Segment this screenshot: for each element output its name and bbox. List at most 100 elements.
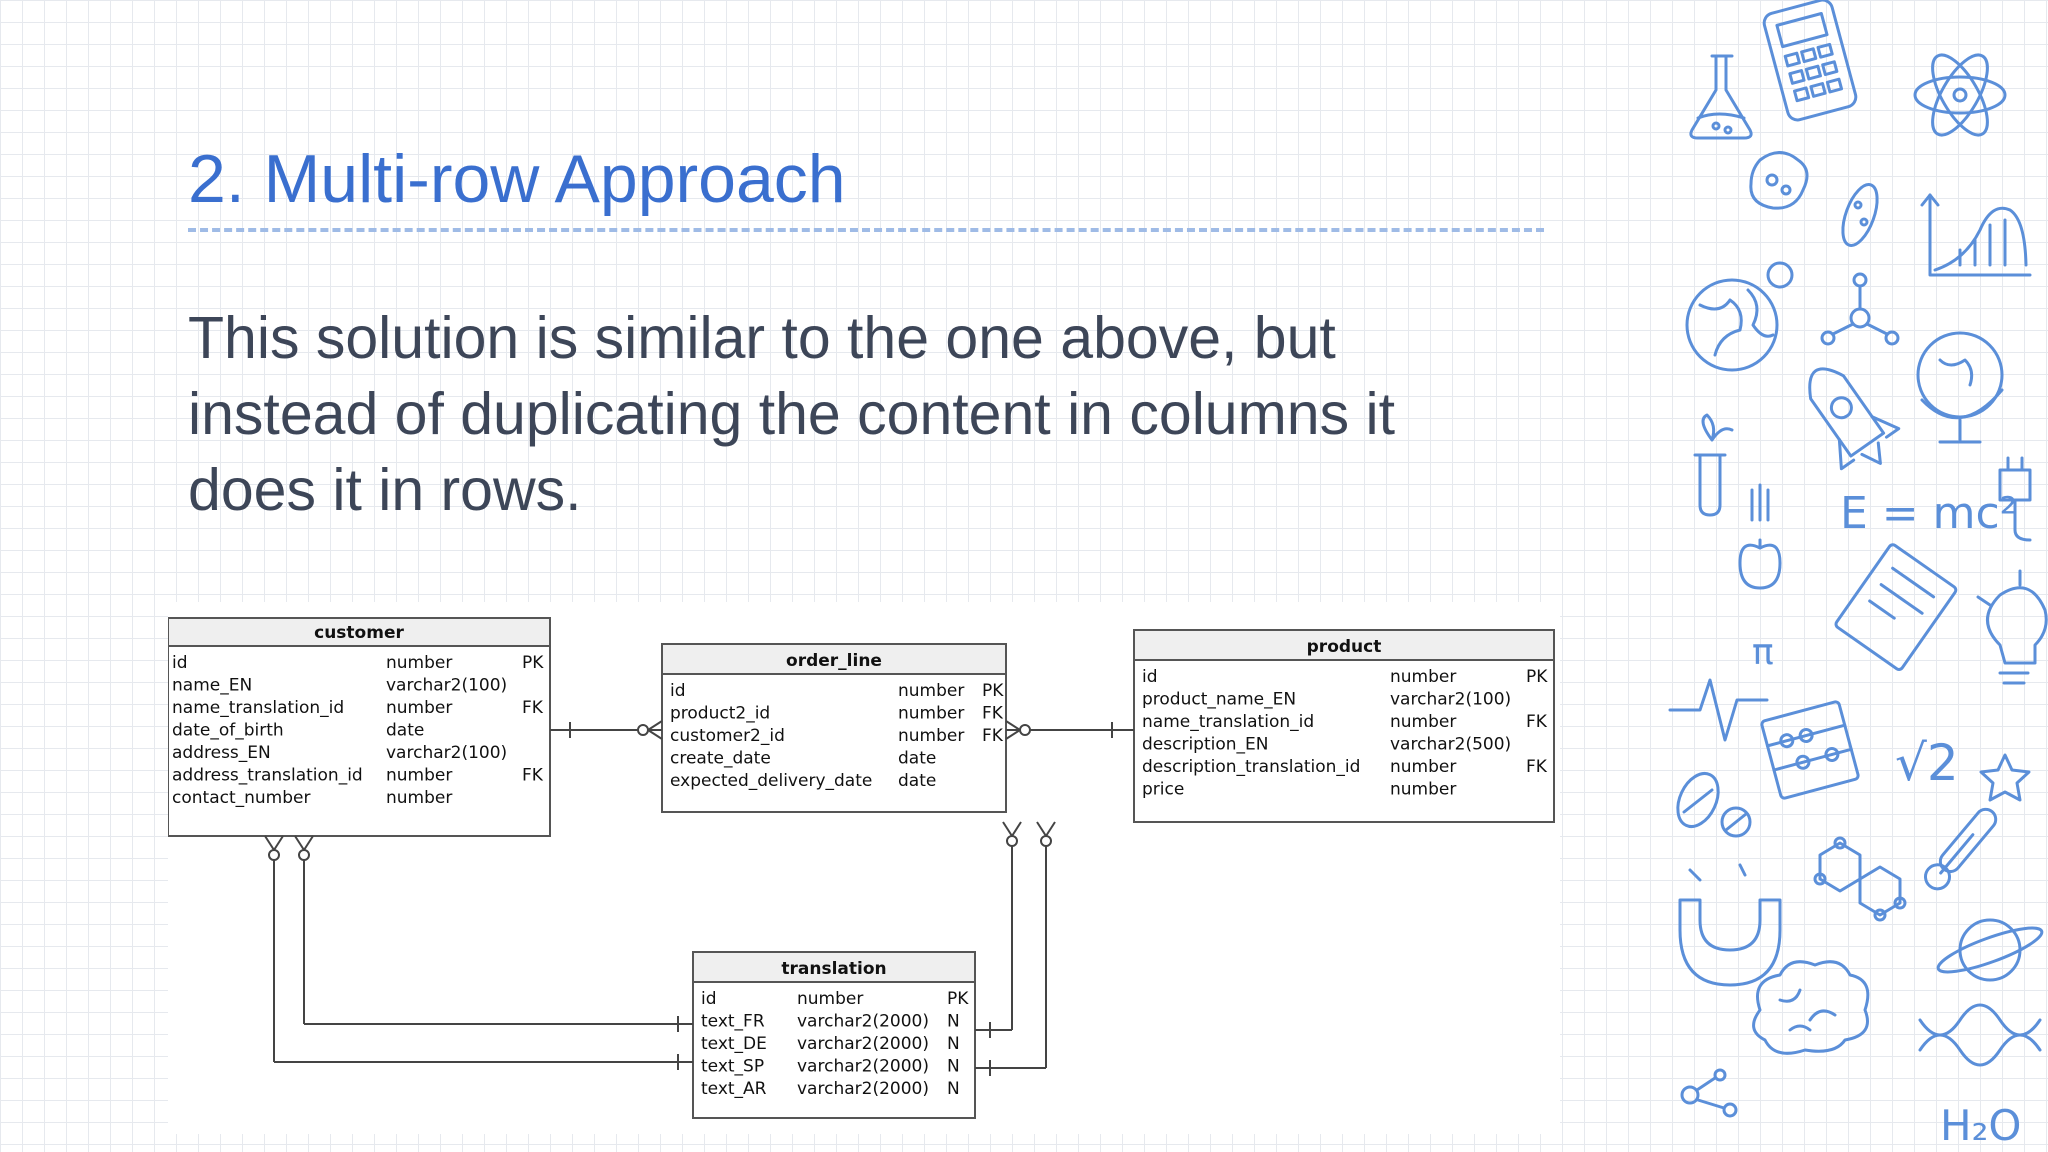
optional-marker — [1006, 835, 1018, 847]
magnet-icon — [1678, 863, 1782, 987]
globe-icon — [1685, 261, 1794, 372]
column-type: number — [898, 704, 964, 724]
table-title: product — [1307, 637, 1382, 657]
column-name: product2_id — [670, 704, 770, 724]
globe-stand-icon — [1916, 331, 2004, 444]
column-type: number — [386, 766, 452, 786]
column-key: N — [947, 1034, 960, 1054]
formula-emc: E = mc² — [1840, 488, 2017, 539]
column-type: number — [386, 698, 452, 718]
lightbulb-icon — [1976, 569, 2048, 685]
column-key: PK — [947, 989, 969, 1009]
column-name: description_EN — [1142, 735, 1268, 755]
optional-marker — [637, 724, 649, 736]
optional-marker — [298, 849, 310, 861]
many-marker — [1002, 821, 1013, 837]
column-name: address_EN — [172, 743, 271, 763]
table-product: product id number PK product_name_EN varchar2… — [1133, 629, 1555, 823]
column-type: varchar2(100) — [386, 676, 507, 696]
column-name: name_translation_id — [1142, 712, 1314, 732]
column-key: FK — [522, 698, 544, 718]
relationship-lines — [264, 720, 1134, 1076]
optional-marker — [268, 849, 280, 861]
column-type: varchar2(100) — [386, 743, 507, 763]
slide-title: 2. Multi-row Approach — [188, 141, 846, 217]
table-header — [692, 951, 976, 983]
small-molecule-icon — [1680, 1068, 1738, 1118]
column-type: varchar2(2000) — [797, 1034, 929, 1054]
atom-icon — [1913, 53, 2007, 137]
many-marker — [1005, 729, 1021, 740]
calculator-icon — [1762, 0, 1858, 122]
column-name: expected_delivery_date — [670, 771, 872, 791]
plug-icon — [1998, 456, 2032, 542]
formula-sqrt: √2 — [1895, 734, 1959, 792]
many-marker — [273, 835, 284, 851]
column-type: date — [386, 721, 424, 741]
optional-marker — [1019, 724, 1031, 736]
column-key: FK — [522, 766, 544, 786]
many-marker — [1011, 821, 1022, 837]
book-icon — [1834, 543, 1958, 671]
column-name: text_SP — [701, 1057, 764, 1077]
title-divider — [188, 228, 1544, 232]
column-type: number — [1390, 757, 1456, 777]
many-marker — [647, 720, 663, 731]
bacteria-icon — [1749, 151, 1879, 247]
column-type: varchar2(500) — [1390, 735, 1511, 755]
column-key: FK — [982, 704, 1004, 724]
column-type: number — [1390, 667, 1456, 687]
column-name: id — [701, 989, 717, 1009]
column-key: PK — [1526, 667, 1548, 687]
column-type: varchar2(100) — [1390, 690, 1511, 710]
formula-pi: π — [1752, 632, 1774, 673]
column-type: number — [797, 989, 863, 1009]
column-type: varchar2(2000) — [797, 1079, 929, 1099]
column-name: product_name_EN — [1142, 690, 1296, 710]
column-name: description_translation_id — [1142, 757, 1360, 777]
table-title: translation — [781, 959, 886, 979]
slide-body-text: This solution is similar to the one abov… — [188, 305, 1395, 523]
science-doodles: E = mc² π √2 — [1668, 0, 2048, 1150]
column-key: FK — [982, 726, 1004, 746]
many-marker — [647, 729, 663, 740]
column-key: FK — [1526, 712, 1548, 732]
column-name: create_date — [670, 749, 771, 769]
column-type: varchar2(2000) — [797, 1057, 929, 1077]
dna-icon — [1918, 1003, 2042, 1067]
many-marker — [303, 835, 314, 851]
optional-marker — [1040, 835, 1052, 847]
heartbeat-icon — [1668, 678, 1769, 742]
brain-icon — [1752, 960, 1870, 1055]
star-icon — [1979, 753, 2031, 802]
column-name: id — [1142, 667, 1158, 687]
table-header — [167, 617, 551, 647]
many-marker — [1045, 821, 1056, 837]
table-header — [1133, 629, 1555, 661]
column-name: address_translation_id — [172, 766, 363, 786]
many-marker — [1005, 720, 1021, 731]
column-type: number — [1390, 780, 1456, 800]
column-type: number — [386, 653, 452, 673]
column-type: varchar2(2000) — [797, 1012, 929, 1032]
column-name: contact_number — [172, 788, 310, 808]
column-key: N — [947, 1012, 960, 1032]
molecule-icon — [1820, 272, 1900, 346]
many-marker — [264, 835, 275, 851]
column-key: PK — [522, 653, 544, 673]
flask-icon — [1689, 54, 1753, 140]
column-name: price — [1142, 780, 1184, 800]
column-name: id — [670, 681, 686, 701]
column-name: id — [172, 653, 188, 673]
table-title: customer — [314, 623, 404, 643]
column-name: customer2_id — [670, 726, 785, 746]
thermometer-icon — [1924, 807, 1998, 891]
rocket-icon — [1808, 367, 1901, 471]
column-name: name_EN — [172, 676, 252, 696]
column-type: number — [898, 726, 964, 746]
many-marker — [1036, 821, 1047, 837]
